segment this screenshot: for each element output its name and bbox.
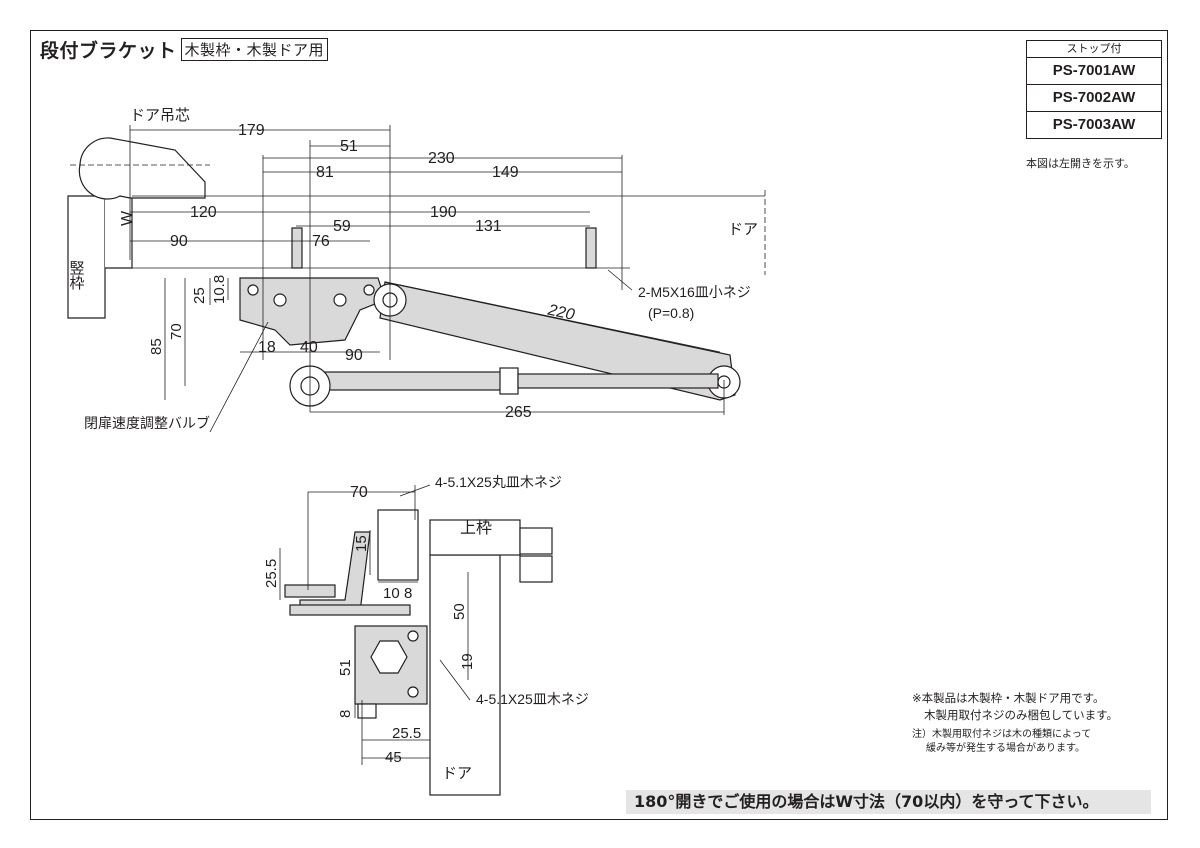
dim-85: 85 bbox=[148, 338, 165, 355]
top-frame-stop bbox=[519, 527, 553, 555]
title-tag: 木製枠・木製ドア用 bbox=[180, 38, 329, 61]
dim-51: 51 bbox=[340, 138, 358, 155]
top-frame-label: 上枠 bbox=[460, 519, 492, 537]
drawing-frame bbox=[30, 30, 1168, 820]
side-dim-15: 15 bbox=[353, 535, 370, 552]
bottom-note: 180°開きでご使用の場合はW寸法（70以内）を守って下さい。 bbox=[626, 790, 1151, 814]
door-profile bbox=[429, 554, 501, 796]
rod-nut bbox=[499, 367, 519, 395]
title-main: 段付ブラケット bbox=[40, 40, 177, 62]
top-frame bbox=[429, 519, 521, 556]
side-dim-8a: 8 bbox=[404, 585, 412, 602]
screw-head bbox=[407, 686, 419, 698]
dim-18: 18 bbox=[258, 339, 276, 356]
frame-label: 竪枠 bbox=[68, 260, 85, 290]
side-dim-19: 19 bbox=[459, 653, 476, 670]
top-dimensions bbox=[129, 125, 725, 433]
model-1: PS-7001AW bbox=[1027, 58, 1161, 85]
hinge-center-label: ドア吊芯 bbox=[130, 107, 190, 124]
dim-25: 25 bbox=[191, 287, 208, 304]
note-line-4: 緩み等が発生する場合があります。 bbox=[926, 743, 1085, 754]
bracket-hole bbox=[363, 284, 375, 296]
side-dim-51: 51 bbox=[337, 659, 354, 676]
top-frame-stop-lower bbox=[519, 555, 553, 583]
top-bracket bbox=[377, 509, 419, 581]
dim-10-8: 10.8 bbox=[211, 275, 228, 304]
bracket-hole bbox=[273, 293, 287, 307]
door-label: ドア bbox=[728, 221, 758, 238]
arm-plate bbox=[289, 604, 411, 616]
hinge bbox=[78, 137, 206, 200]
valve-label: 閉扉速度調整バルブ bbox=[84, 415, 210, 431]
side-dim-25-5a: 25.5 bbox=[263, 559, 280, 588]
dim-40: 40 bbox=[300, 339, 318, 356]
dim-120: 120 bbox=[190, 204, 217, 221]
side-dim-50: 50 bbox=[451, 603, 468, 620]
side-dim-8b: 8 bbox=[337, 710, 354, 718]
side-dim-45: 45 bbox=[385, 749, 402, 766]
vertical-frame bbox=[67, 195, 106, 319]
dim-179: 179 bbox=[238, 122, 265, 139]
screw-head bbox=[407, 630, 419, 642]
note-line-2: 木製用取付ネジのみ梱包しています。 bbox=[924, 708, 1119, 722]
screw-right bbox=[585, 227, 597, 269]
page-title: 段付ブラケット木製枠・木製ドア用 bbox=[40, 36, 329, 63]
hex-pivot bbox=[370, 640, 408, 674]
dim-230: 230 bbox=[428, 150, 455, 167]
bracket-hole bbox=[333, 293, 347, 307]
dim-90a: 90 bbox=[170, 233, 188, 250]
dim-76: 76 bbox=[312, 233, 330, 250]
dim-220: 220 bbox=[545, 301, 576, 323]
model-2: PS-7002AW bbox=[1027, 85, 1161, 112]
top-view: ドア吊芯 竪枠 ドア W 閉扉速度調整バルブ 2-M5X16皿小ネジ (P=0.… bbox=[67, 107, 766, 433]
dim-81: 81 bbox=[316, 164, 334, 181]
pitch-label: (P=0.8) bbox=[648, 305, 694, 321]
side-dim-25-5b: 25.5 bbox=[392, 725, 421, 742]
side-dim-70: 70 bbox=[350, 484, 368, 501]
side-dim-10: 10 bbox=[383, 585, 400, 602]
dim-131: 131 bbox=[475, 218, 502, 235]
frame-stop bbox=[105, 195, 133, 269]
figure-note: 本図は左開きを示す。 bbox=[1026, 157, 1135, 170]
notes: ※本製品は木製枠・木製ドア用です。 木製用取付ネジのみ梱包しています。 注）木製… bbox=[912, 690, 1118, 756]
bracket-plate bbox=[239, 277, 386, 346]
model-box: ストップ付 PS-7001AW PS-7002AW PS-7003AW bbox=[1026, 40, 1162, 139]
dim-90b: 90 bbox=[345, 347, 363, 364]
side-door-label: ドア bbox=[442, 765, 472, 782]
nut-stack bbox=[284, 584, 336, 598]
side-view: 上枠 ドア 4-5.1X25丸皿木ネジ 4-5.1X25皿木ネジ 70 15 2… bbox=[263, 474, 589, 796]
dim-265: 265 bbox=[505, 404, 532, 421]
w-label: W bbox=[119, 210, 136, 226]
screw-left bbox=[291, 227, 303, 269]
side-dimensions bbox=[279, 484, 471, 765]
adjust-rod bbox=[319, 371, 511, 391]
screw-label: 2-M5X16皿小ネジ bbox=[638, 284, 751, 300]
screw-top-label: 4-5.1X25丸皿木ネジ bbox=[435, 474, 562, 490]
dim-149: 149 bbox=[492, 164, 519, 181]
model-3: PS-7003AW bbox=[1052, 116, 1136, 133]
note-line-3: 注）木製用取付ネジは木の種類によって bbox=[912, 729, 1092, 740]
model-box-header: ストップ付 bbox=[1027, 41, 1161, 58]
screw-bottom-label: 4-5.1X25皿木ネジ bbox=[476, 691, 589, 707]
dim-70: 70 bbox=[168, 323, 185, 340]
closer-foot bbox=[357, 703, 377, 719]
dim-190: 190 bbox=[430, 204, 457, 221]
dim-59: 59 bbox=[333, 218, 351, 235]
bracket-hole bbox=[247, 284, 259, 296]
note-line-1: ※本製品は木製枠・木製ドア用です。 bbox=[912, 691, 1105, 705]
rod-end bbox=[517, 373, 719, 389]
